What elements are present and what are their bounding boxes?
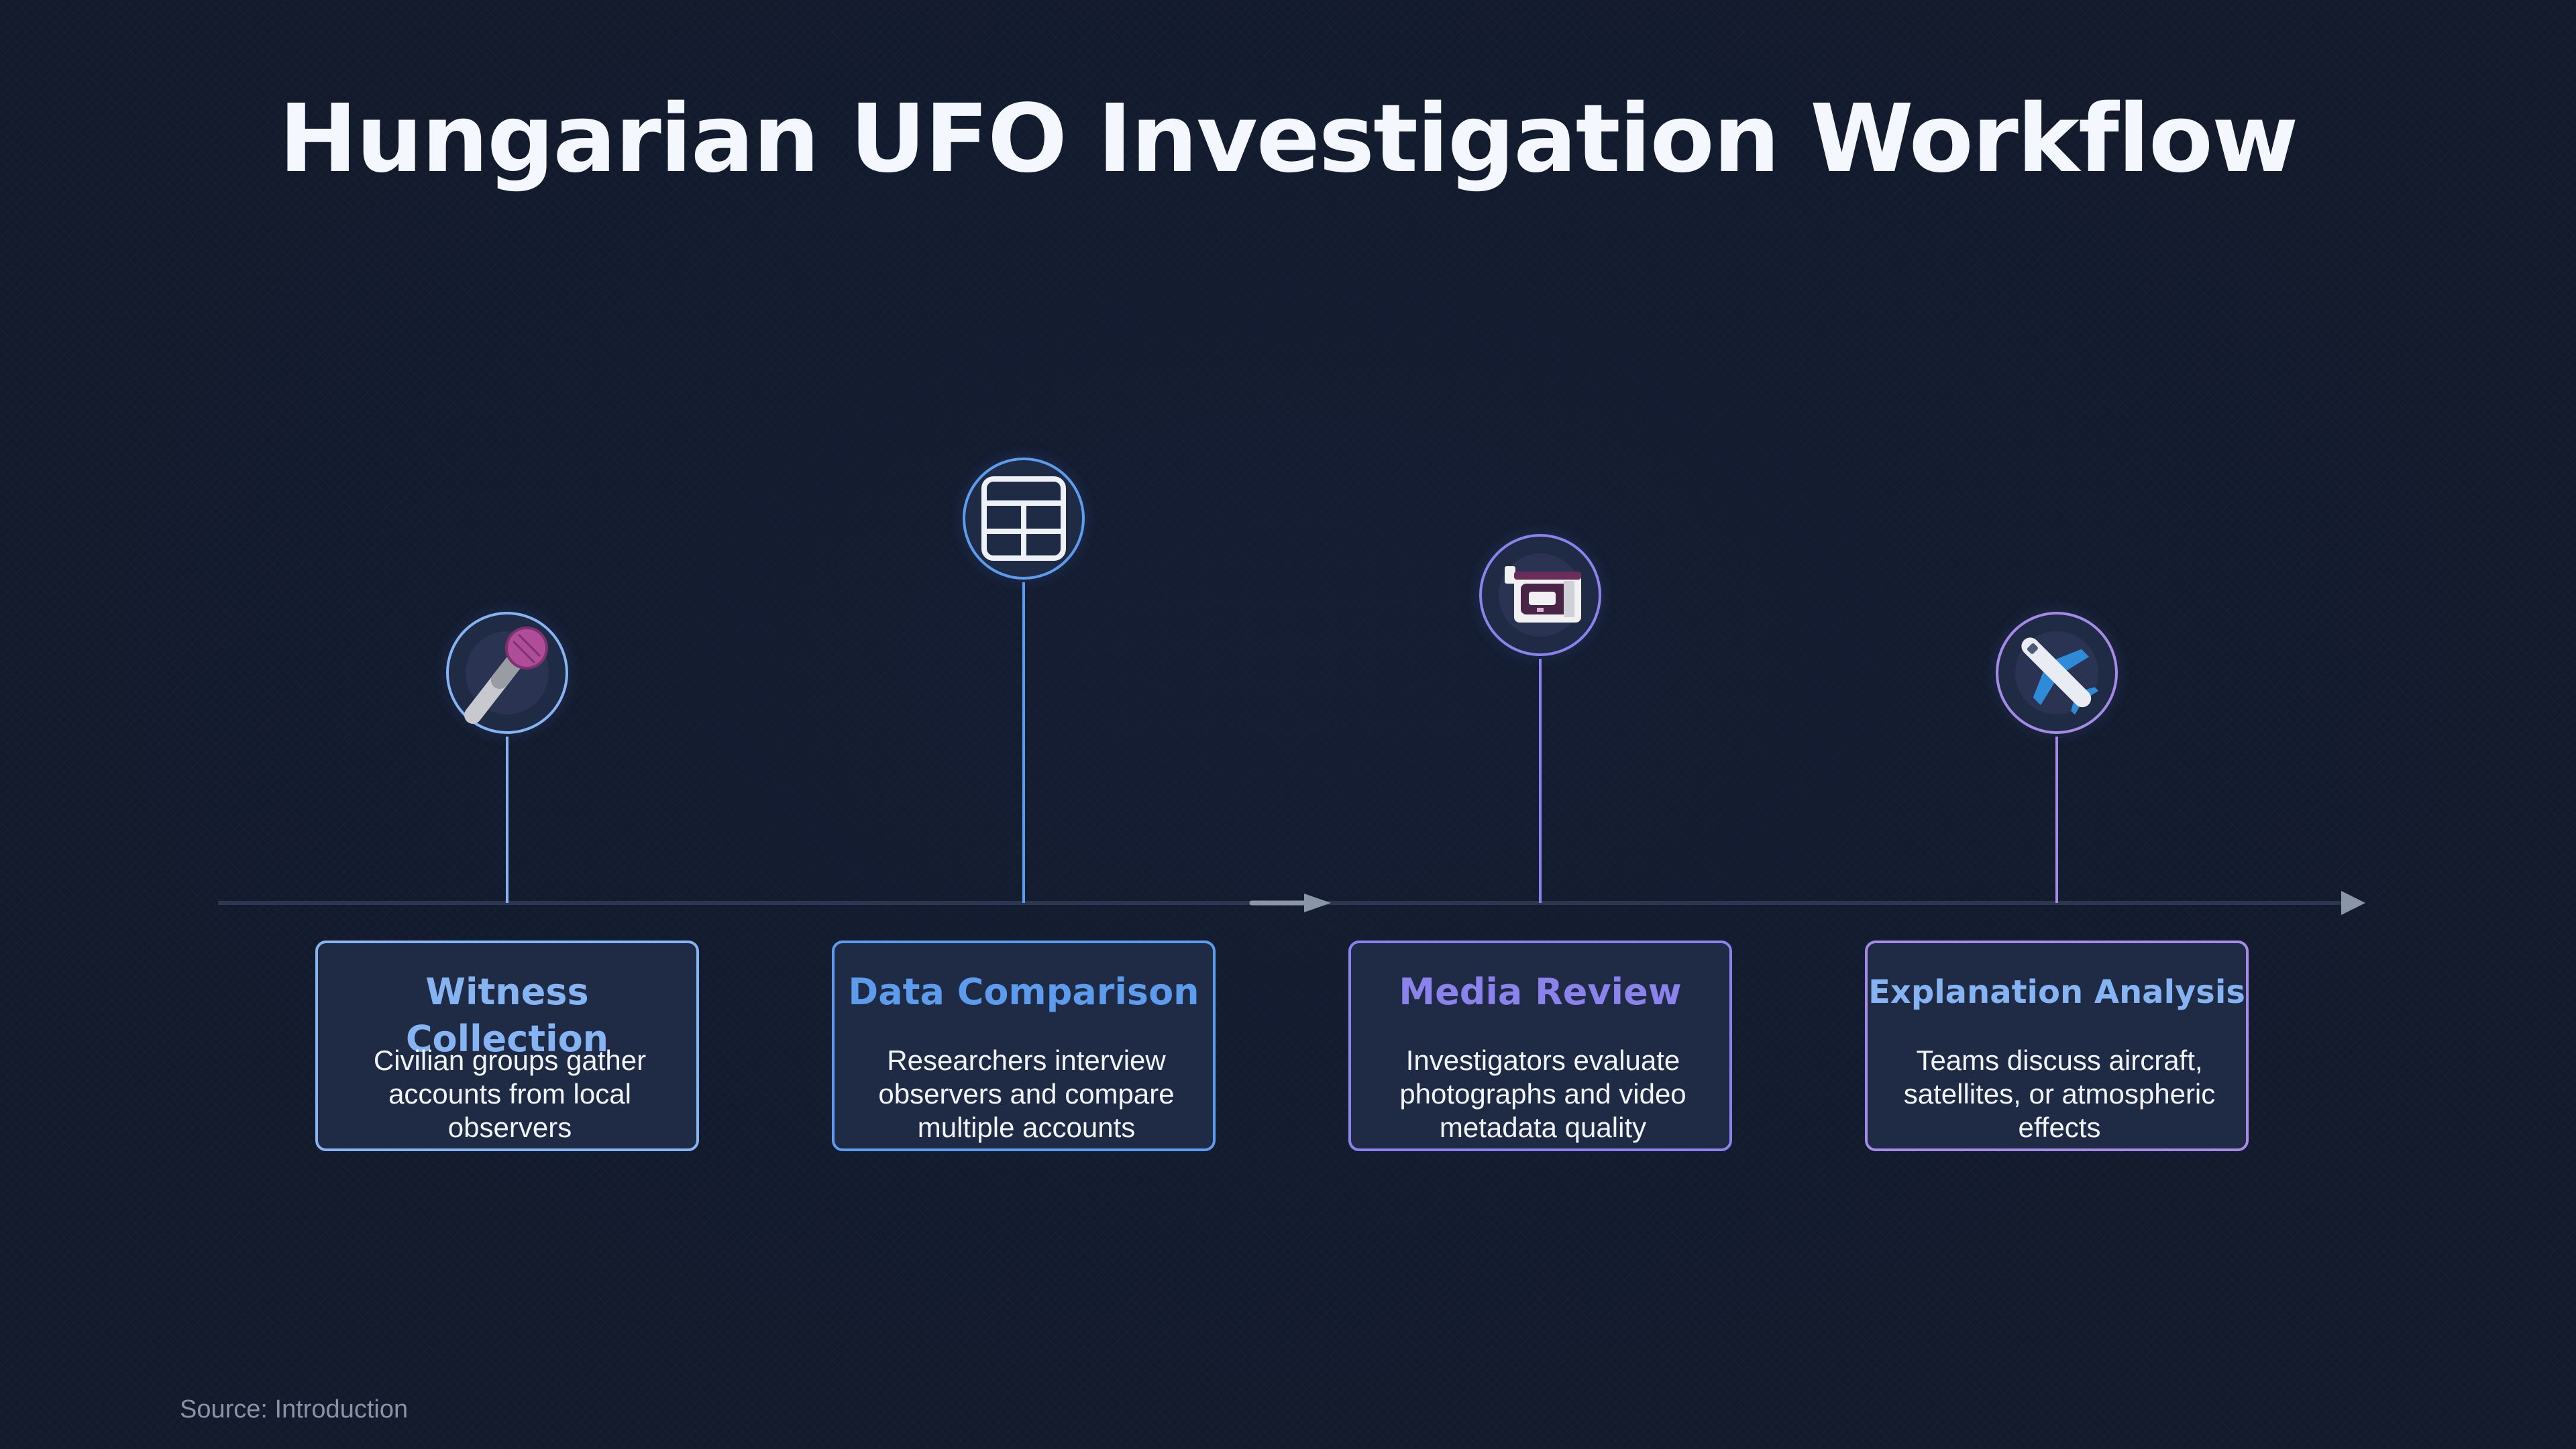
- step-3-connector: [1539, 659, 1542, 903]
- step-description: Investigators evaluate photographs and v…: [1399, 1044, 1686, 1143]
- step-description: Teams discuss aircraft, satellites, or a…: [1903, 1044, 2216, 1143]
- step-1-node: [446, 612, 568, 734]
- step-card-witness-collection: Witness Collection Civilian groups gathe…: [315, 941, 699, 1151]
- step-3-node: [1479, 534, 1601, 656]
- step-title: Data Comparison: [848, 971, 1199, 1013]
- step-title: Witness Collection: [405, 971, 609, 1060]
- microphone-icon: [464, 627, 549, 724]
- step-2-node: [963, 458, 1085, 580]
- step-title: Media Review: [1399, 971, 1682, 1013]
- source-note: Source: Introduction: [180, 1395, 409, 1424]
- step-2-connector: [1022, 582, 1025, 903]
- step-card-data-comparison: Data Comparison Researchers interview ob…: [832, 941, 1216, 1151]
- airplane-icon: [2015, 631, 2099, 715]
- step-description: Researchers interview observers and comp…: [878, 1044, 1175, 1143]
- step-description: Civilian groups gather accounts from loc…: [373, 1044, 647, 1143]
- timeline-end-arrow-icon: [2341, 891, 2365, 915]
- step-4-node: [1996, 612, 2118, 734]
- step-1-connector: [506, 737, 508, 903]
- step-4-connector: [2055, 737, 2058, 903]
- table-grid-icon: [981, 476, 1066, 561]
- step-card-media-review: Media Review Investigators evaluate phot…: [1348, 941, 1732, 1151]
- midpoint-arrow-icon: [1249, 894, 1331, 912]
- step-title: Explanation Analysis: [1868, 973, 2245, 1011]
- video-camera-icon: [1499, 553, 1582, 637]
- step-card-explanation-analysis: Explanation Analysis Teams discuss aircr…: [1865, 941, 2249, 1151]
- page-title: Hungarian UFO Investigation Workflow: [278, 85, 2299, 194]
